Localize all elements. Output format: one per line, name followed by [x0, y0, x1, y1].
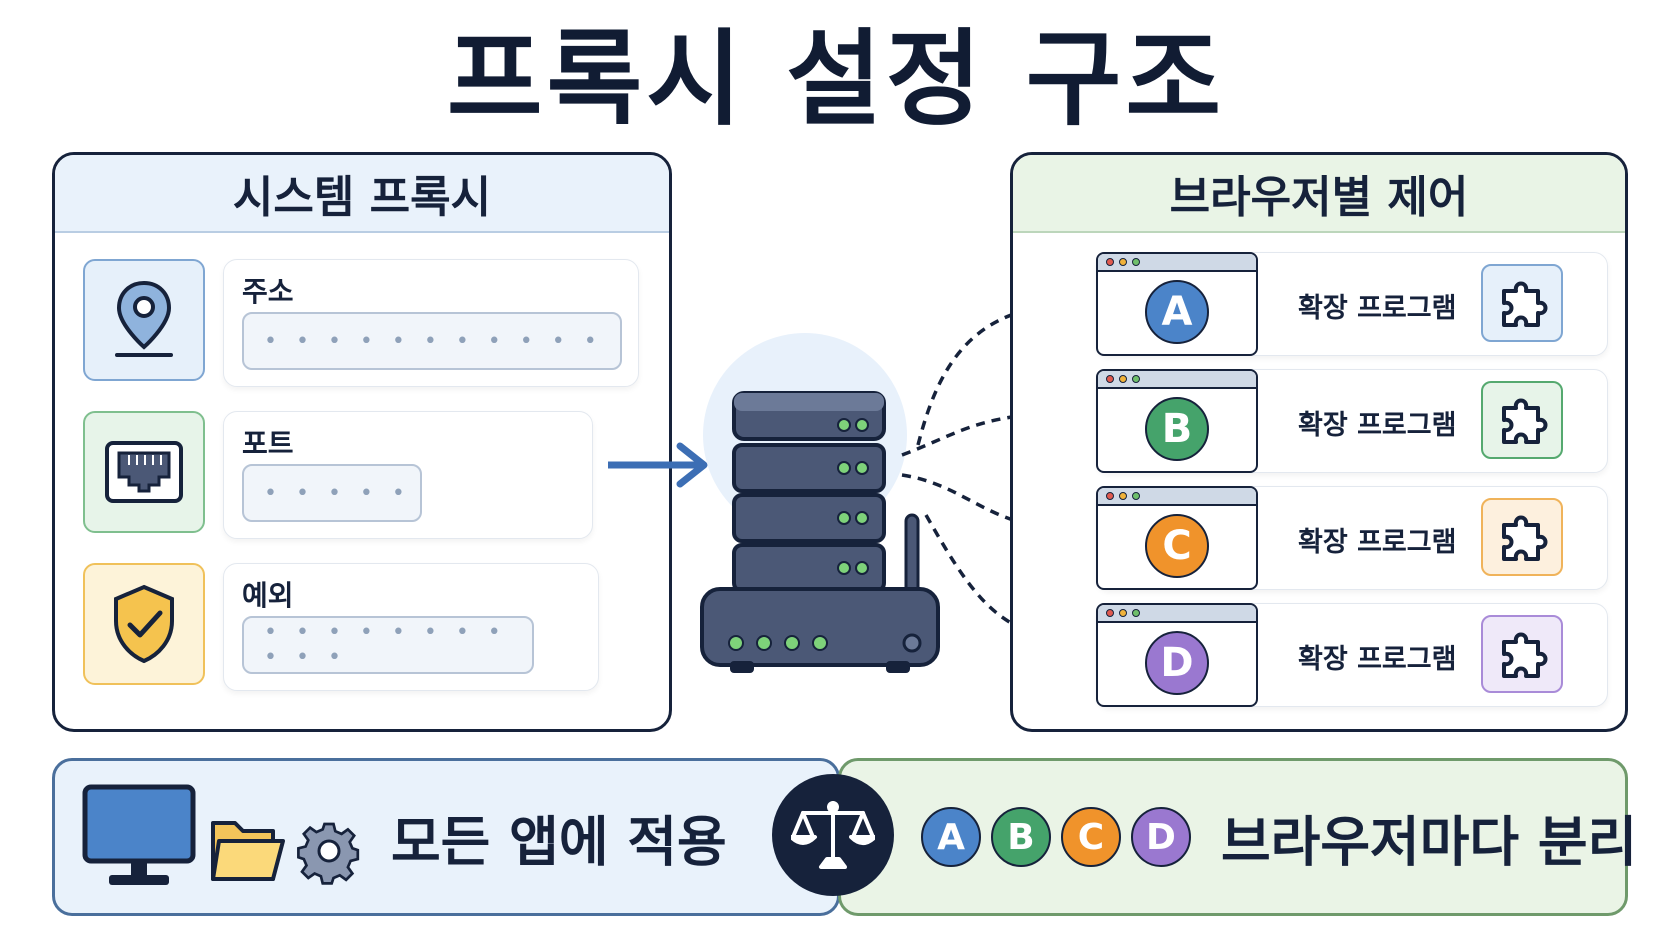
port-input[interactable]: • • • • • — [242, 464, 422, 522]
all-apps-text: 모든 앱에 적용 — [391, 810, 727, 874]
system-proxy-heading: 시스템 프록시 — [55, 155, 669, 233]
letter-badge-d: D — [1131, 807, 1191, 867]
proxy-server-router-icon — [700, 333, 940, 673]
port-label: 포트 — [242, 427, 294, 460]
puzzle-icon — [1481, 615, 1563, 693]
extension-label: 확장 프로그램 — [1298, 644, 1457, 675]
exception-card: 예외 • • • • • • • • • • • — [223, 563, 599, 691]
browser-window-icon: C — [1096, 486, 1258, 590]
browser-row-c: C 확장 프로그램 — [1096, 486, 1608, 590]
port-row: 포트 • • • • • — [83, 411, 653, 541]
ethernet-port-icon — [83, 411, 205, 533]
monitor-icon — [82, 784, 196, 885]
browser-row-d: D 확장 프로그램 — [1096, 603, 1608, 707]
folder-icon — [211, 821, 285, 881]
per-browser-banner: A B C D 브라우저마다 분리 — [838, 758, 1637, 916]
all-apps-banner: 모든 앱에 적용 — [52, 758, 840, 916]
exception-row: 예외 • • • • • • • • • • • — [83, 563, 653, 693]
letter-badge-b: B — [991, 807, 1051, 867]
exception-input[interactable]: • • • • • • • • • • • — [242, 616, 534, 674]
browser-control-heading: 브라우저별 제어 — [1013, 155, 1625, 233]
puzzle-icon — [1481, 498, 1563, 576]
address-input[interactable]: • • • • • • • • • • • — [242, 312, 622, 370]
letter-badge-c: C — [1061, 807, 1121, 867]
browser-window-icon: B — [1096, 369, 1258, 473]
address-card: 주소 • • • • • • • • • • • — [223, 259, 639, 387]
page-title: 프록시 설정 구조 — [446, 18, 1226, 140]
letter-badge-a: A — [921, 807, 981, 867]
system-proxy-panel: 시스템 프록시 주소 • • • • • • • • • • • — [52, 152, 672, 732]
browser-window-icon: A — [1096, 252, 1258, 356]
browser-letter: A — [1145, 280, 1209, 344]
extension-label: 확장 프로그램 — [1298, 410, 1457, 441]
right-arrow-icon — [608, 442, 708, 488]
puzzle-icon — [1481, 381, 1563, 459]
exception-label: 예외 — [242, 579, 294, 612]
browser-letter: D — [1145, 631, 1209, 695]
per-browser-text: 브라우저마다 분리 — [1221, 810, 1638, 874]
gear-icon — [297, 822, 360, 885]
location-pin-icon — [83, 259, 205, 381]
extension-label: 확장 프로그램 — [1298, 293, 1457, 324]
extension-label: 확장 프로그램 — [1298, 527, 1457, 558]
port-card: 포트 • • • • • — [223, 411, 593, 539]
browser-letter: B — [1145, 397, 1209, 461]
balance-scale-icon — [772, 774, 894, 896]
address-label: 주소 — [242, 275, 294, 308]
browser-letter: C — [1145, 514, 1209, 578]
browser-row-b: B 확장 프로그램 — [1096, 369, 1608, 473]
address-row: 주소 • • • • • • • • • • • — [83, 259, 653, 389]
browser-window-icon: D — [1096, 603, 1258, 707]
puzzle-icon — [1481, 264, 1563, 342]
shield-check-icon — [83, 563, 205, 685]
browser-row-a: A 확장 프로그램 — [1096, 252, 1608, 356]
